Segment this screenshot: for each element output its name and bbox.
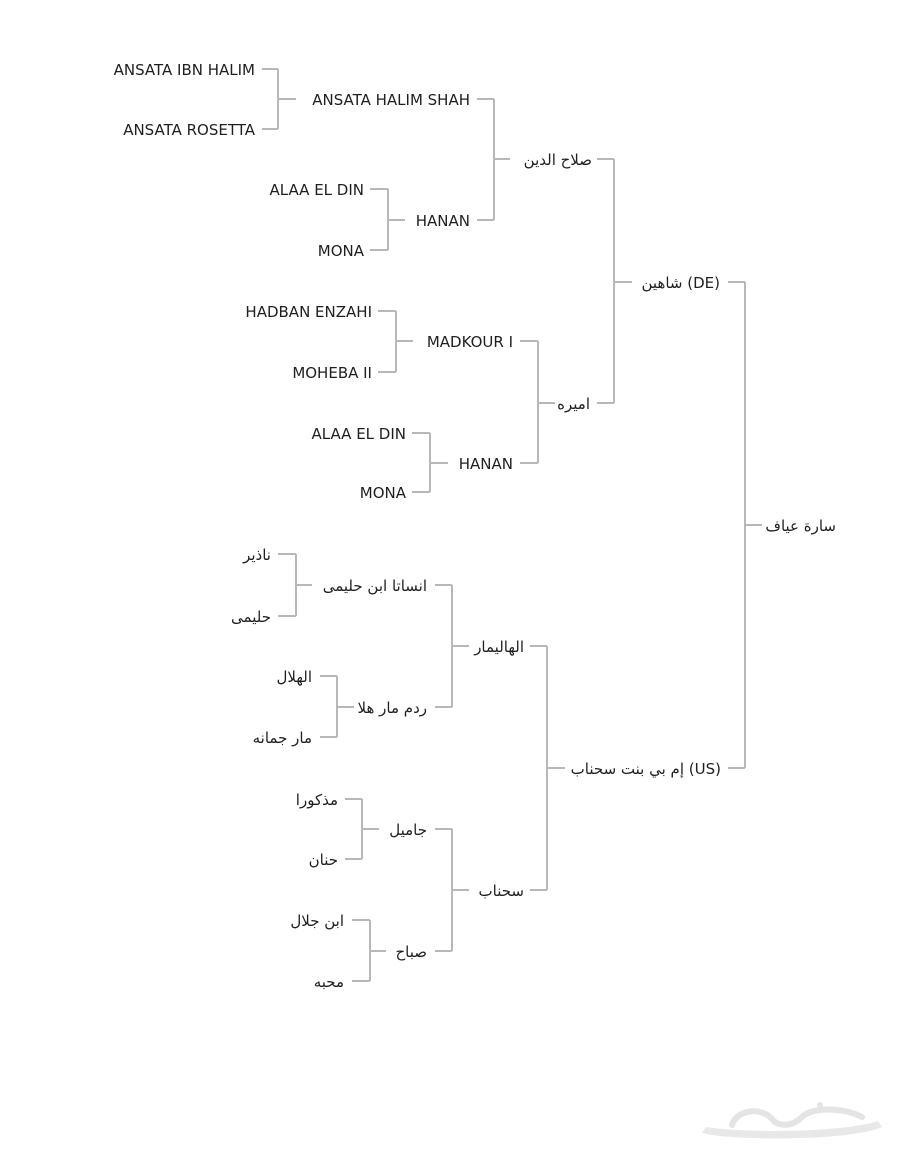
ancestor-name: مار جمانه xyxy=(253,729,312,747)
dam-dam-sire-name: جاميل xyxy=(389,821,427,839)
sire-dam-name: اميره xyxy=(557,395,590,413)
subject-name: سارة عياف xyxy=(765,517,836,535)
labels: سارة عياف شاهين (DE) صلاح الدين ANSATA H… xyxy=(114,61,836,991)
ancestor-name: ANSATA IBN HALIM xyxy=(114,61,255,79)
dam-name: إم بي بنت سحناب (US) xyxy=(571,760,721,779)
sire-sire-dam-name: HANAN xyxy=(416,212,470,230)
ancestor-name: ابن جلال xyxy=(290,912,344,930)
ancestor-name: MONA xyxy=(360,484,407,502)
ancestor-name: MOHEBA II xyxy=(292,364,372,382)
ancestor-name: ALAA EL DIN xyxy=(270,181,364,199)
ancestor-name: حنان xyxy=(309,851,338,869)
ancestor-name: محبه xyxy=(314,973,344,991)
ancestor-name: حليمى xyxy=(231,608,271,626)
ancestor-name: الهلال xyxy=(276,668,312,686)
sire-name: شاهين (DE) xyxy=(642,274,721,292)
sire-sire-name: صلاح الدين xyxy=(524,151,592,169)
ancestor-name: HADBAN ENZAHI xyxy=(245,303,372,321)
ancestor-name: ناذير xyxy=(242,546,271,564)
sire-dam-dam-name: HANAN xyxy=(459,455,513,473)
haraj-watermark-logo xyxy=(702,1102,882,1139)
ancestor-name: ALAA EL DIN xyxy=(312,425,406,443)
sire-dam-sire-name: MADKOUR I xyxy=(427,333,513,351)
dam-sire-dam-name: ردم مار هلا xyxy=(358,699,427,717)
dam-dam-dam-name: صباح xyxy=(395,943,427,961)
connector-lines xyxy=(262,68,762,982)
dam-sire-name: الهاليمار xyxy=(473,638,524,656)
dam-sire-sire-name: انساتا ابن حليمى xyxy=(323,577,427,595)
ancestor-name: ANSATA ROSETTA xyxy=(123,121,256,139)
dam-dam-name: سحناب xyxy=(479,882,524,900)
ancestor-name: MONA xyxy=(318,242,365,260)
ancestor-name: مذكورا xyxy=(296,791,338,809)
sire-sire-sire-name: ANSATA HALIM SHAH xyxy=(312,91,470,109)
